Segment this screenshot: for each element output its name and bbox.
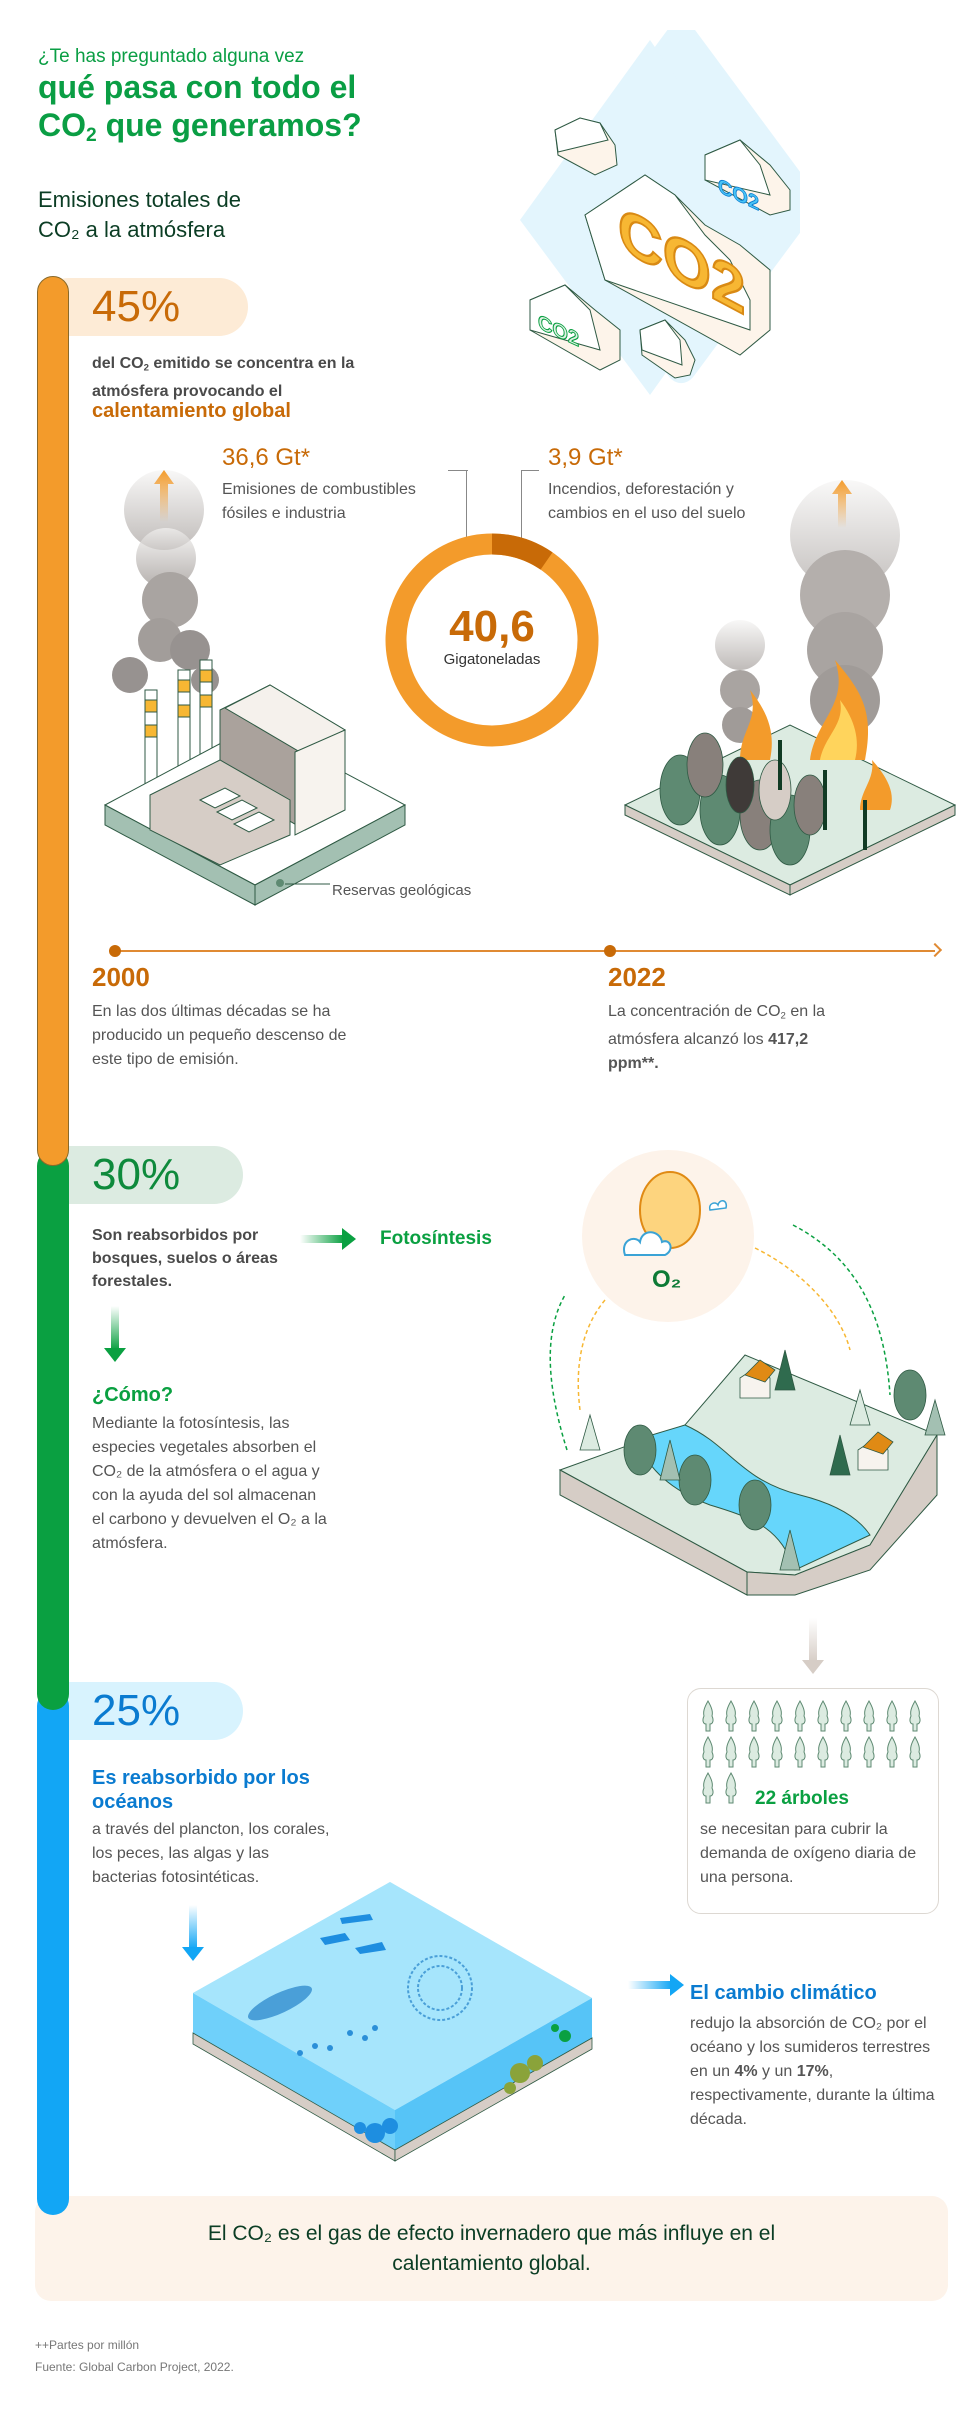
- timeline-year-2000: 2000: [92, 962, 150, 992]
- fossil-emissions-value: 36,6 Gt*: [222, 444, 311, 471]
- arrow-down-icon: [104, 1306, 126, 1362]
- tree-icon: [886, 1700, 898, 1732]
- tree-icon: [840, 1700, 852, 1732]
- arrow-right-icon: [300, 1228, 356, 1250]
- factory-illustration: [103, 470, 407, 906]
- oceans-bar: [37, 1690, 69, 2215]
- tree-icon: [863, 1736, 875, 1768]
- timeline-desc-2000: En las dos últimas décadas se ha produci…: [92, 1003, 347, 1068]
- forest-fire-illustration: [623, 480, 957, 896]
- arrow-down-blue-icon: [182, 1905, 204, 1961]
- arrow-down-gray-icon: [802, 1618, 824, 1674]
- conclusion-text: El CO₂ es el gas de efecto invernadero q…: [207, 2221, 776, 2275]
- timeline-dot-2022: [604, 945, 616, 957]
- leader-line-fossil-v: [466, 470, 467, 553]
- leader-line-land-v: [521, 470, 522, 558]
- tree-icon: [702, 1700, 714, 1732]
- timeline-axis: [115, 950, 935, 952]
- timeline-dot-2000: [109, 945, 121, 957]
- land-emissions-label: Incendios, deforestación y cambios en el…: [548, 481, 746, 522]
- tree-icon: [863, 1700, 875, 1732]
- geological-reserves-label: Reservas geológicas: [332, 882, 472, 899]
- timeline-desc-2022: La concentración de CO2 en la atmósfera …: [608, 1003, 826, 1073]
- tree-icon: [702, 1772, 714, 1804]
- arrow-right-blue-icon: [628, 1974, 684, 1996]
- leader-line-fossil: [448, 470, 468, 471]
- oceans-title: Es reabsorbido por los océanos: [92, 1767, 310, 1813]
- trees-description: se necesitan para cubrir la demanda de o…: [700, 1821, 917, 1886]
- co2-clouds-illustration: CO2 CO2 CO2: [520, 30, 800, 395]
- sun-cloud-icon: [623, 1171, 728, 1256]
- tree-icon: [748, 1736, 760, 1768]
- headline-line-2: CO2 que generamos?: [38, 107, 362, 146]
- tree-icon: [771, 1736, 783, 1768]
- tree-icon: [817, 1736, 829, 1768]
- atmosphere-bar: [37, 276, 69, 1166]
- tree-icon: [794, 1736, 806, 1768]
- photosynthesis-label: Fotosíntesis: [380, 1228, 492, 1249]
- tree-icon: [725, 1736, 737, 1768]
- tree-icon: [909, 1700, 921, 1732]
- land-emissions-value: 3,9 Gt*: [548, 444, 623, 471]
- intro-text: ¿Te has preguntado alguna vez: [38, 46, 305, 67]
- timeline-arrow-icon: [927, 942, 943, 958]
- conclusion-box: El CO₂ es el gas de efecto invernadero q…: [35, 2196, 948, 2301]
- tree-icon: [886, 1736, 898, 1768]
- how-title: ¿Cómo?: [92, 1384, 174, 1406]
- tree-icon: [771, 1700, 783, 1732]
- landscape-illustration: [549, 1224, 946, 1596]
- source-note: Fuente: Global Carbon Project, 2022.: [35, 2360, 234, 2374]
- section-subhead: Emisiones totales de CO₂ a la atmósfera: [38, 187, 241, 242]
- footnote-ppm: ++Partes por millón: [35, 2338, 140, 2352]
- global-warming-label: calentamiento global: [92, 400, 291, 422]
- tree-icon: [702, 1736, 714, 1768]
- forests-bar: [37, 1150, 69, 1710]
- tree-icon: [794, 1700, 806, 1732]
- oceans-description: a través del plancton, los corales, los …: [92, 1821, 330, 1886]
- percent-badge-forests: 30%: [40, 1146, 243, 1204]
- how-description: Mediante la fotosíntesis, las especies v…: [92, 1415, 327, 1552]
- tree-icon: [909, 1736, 921, 1768]
- total-emissions-unit: Gigatoneladas: [443, 651, 541, 668]
- atmosphere-description: del CO2 emitido se concentra en la atmós…: [92, 355, 355, 401]
- tree-icon: [748, 1700, 760, 1732]
- percent-badge-oceans: 25%: [40, 1682, 243, 1740]
- tree-icon: [840, 1736, 852, 1768]
- timeline-year-2022: 2022: [608, 962, 666, 992]
- headline-line-1: qué pasa con todo el: [38, 69, 357, 105]
- forests-description: Son reabsorbidos por bosques, suelos o á…: [92, 1227, 278, 1290]
- tree-icon: [725, 1700, 737, 1732]
- emissions-donut-chart: [385, 533, 599, 747]
- leader-line-land: [521, 470, 539, 471]
- tree-icon: [725, 1772, 737, 1804]
- trees-count: 22 árboles: [755, 1788, 849, 1809]
- donut-total: 40,6 Gigatoneladas: [385, 602, 599, 669]
- headline: qué pasa con todo el CO2 que generamos?: [38, 68, 458, 155]
- total-emissions-value: 40,6: [449, 602, 535, 651]
- percent-badge-atmosphere: 45%: [40, 278, 248, 336]
- fossil-emissions-label: Emisiones de combustibles fósiles e indu…: [222, 481, 416, 522]
- ocean-illustration: [192, 1882, 593, 2162]
- tree-icon: [817, 1700, 829, 1732]
- climate-change-description: redujo la absorción de CO₂ por el océano…: [690, 2015, 935, 2128]
- oxygen-label: O₂: [652, 1266, 682, 1293]
- climate-change-title: El cambio climático: [690, 1982, 877, 2004]
